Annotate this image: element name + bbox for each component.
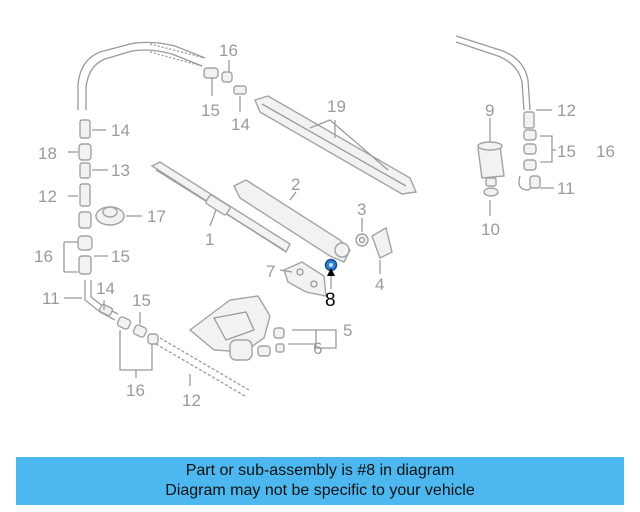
leader-lines bbox=[63, 60, 556, 386]
washer-hose-right bbox=[455, 35, 541, 191]
banner-line-disclaimer: Diagram may not be specific to your vehi… bbox=[165, 482, 475, 499]
wiper-blade-1 bbox=[150, 161, 291, 254]
callout-15d: 15 bbox=[557, 142, 576, 161]
callout-18: 18 bbox=[38, 144, 57, 163]
grommet-17 bbox=[95, 206, 125, 226]
hose-lower-left bbox=[98, 303, 250, 397]
nut-3 bbox=[355, 233, 369, 247]
cap-4 bbox=[371, 226, 393, 259]
callout-17: 17 bbox=[147, 207, 166, 226]
callout-16b: 16 bbox=[34, 247, 53, 266]
callout-11a: 11 bbox=[42, 289, 60, 308]
callout-8: 8 bbox=[325, 290, 336, 311]
callout-12c: 12 bbox=[557, 101, 576, 120]
info-banner: Part or sub-assembly is #8 in diagram Di… bbox=[16, 457, 624, 505]
callout-16d: 16 bbox=[596, 142, 615, 161]
callout-14b: 14 bbox=[111, 121, 130, 140]
callout-15a: 15 bbox=[201, 101, 220, 120]
callout-14a: 14 bbox=[231, 115, 250, 134]
callout-6: 6 bbox=[313, 339, 322, 358]
callout-19: 19 bbox=[327, 97, 346, 116]
callout-labels: 16 15 14 19 14 18 13 12 17 16 15 11 14 1… bbox=[34, 41, 615, 410]
wiper-arm-2 bbox=[233, 179, 351, 263]
washer-pump-9 bbox=[477, 141, 505, 197]
callout-9: 9 bbox=[485, 101, 494, 120]
callout-15b: 15 bbox=[111, 247, 130, 266]
callout-15c: 15 bbox=[132, 291, 151, 310]
bracket-7 bbox=[283, 261, 327, 297]
washer-hose-left bbox=[77, 41, 206, 110]
callout-11b: 11 bbox=[557, 179, 575, 198]
callout-16a: 16 bbox=[219, 41, 238, 60]
banner-line-part: Part or sub-assembly is #8 in diagram bbox=[185, 462, 455, 479]
wiper-blade-19 bbox=[254, 95, 418, 195]
callout-14c: 14 bbox=[96, 279, 115, 298]
callout-1: 1 bbox=[205, 230, 214, 249]
parts-diagram: 16 15 14 19 14 18 13 12 17 16 15 11 14 1… bbox=[34, 35, 615, 410]
callout-7: 7 bbox=[266, 262, 275, 281]
upper-connectors bbox=[203, 67, 247, 95]
callout-12b: 12 bbox=[182, 391, 201, 410]
callout-2: 2 bbox=[291, 175, 300, 194]
callout-16c: 16 bbox=[126, 381, 145, 400]
callout-4: 4 bbox=[375, 275, 384, 294]
callout-10: 10 bbox=[481, 220, 500, 239]
wiper-motor-5 bbox=[188, 295, 285, 361]
callout-3: 3 bbox=[357, 200, 366, 219]
callout-13: 13 bbox=[111, 161, 130, 180]
callout-5: 5 bbox=[343, 321, 352, 340]
callout-12a: 12 bbox=[38, 187, 57, 206]
